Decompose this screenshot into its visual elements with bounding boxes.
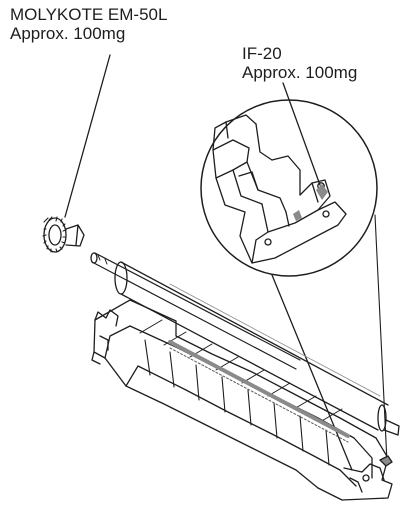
if20-leader-line	[282, 82, 321, 186]
drive-gear	[42, 216, 85, 253]
tray-frame	[91, 299, 393, 501]
detail-magnifier	[200, 99, 388, 471]
molykote-grease-amount: Approx. 100mg	[10, 24, 126, 43]
if20-grease-name: IF-20	[242, 44, 282, 63]
molykote-grease-name: MOLYKOTE EM-50L	[10, 5, 168, 24]
if20-grease-amount: Approx. 100mg	[242, 63, 358, 82]
molykote-leader-line	[64, 54, 111, 218]
roller-shaft	[90, 252, 400, 436]
